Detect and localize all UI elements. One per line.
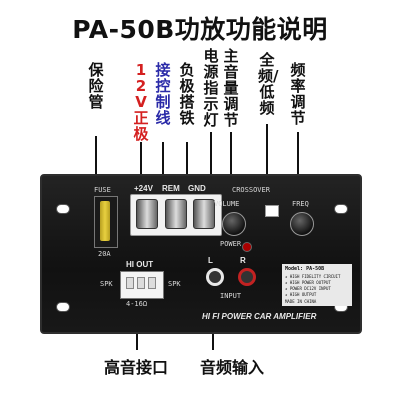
power-label: POWER <box>220 240 242 248</box>
page-title: PA-50B功放功能说明 <box>72 15 328 44</box>
callout-fuse: 保险管 <box>88 61 104 111</box>
mount-hole-top-right <box>334 204 348 214</box>
rca-input-left[interactable] <box>206 268 224 286</box>
model-text: Model: PA-50B <box>285 266 325 272</box>
impedance-label: 4-16Ω <box>126 300 148 308</box>
fuse-rating: 20A <box>98 250 111 258</box>
board-banner: HI FI POWER CAR AMPLIFIER <box>202 312 317 321</box>
spk-left-label: SPK <box>100 280 113 288</box>
leader-fuse <box>95 136 97 194</box>
terminal-gnd-label: GND <box>188 184 206 193</box>
input-l-label: L <box>208 256 213 265</box>
leader-freq <box>297 132 299 212</box>
mount-hole-bottom-left <box>56 302 70 312</box>
crossover-switch[interactable] <box>265 205 279 217</box>
terminal-screw-gnd[interactable] <box>193 199 215 229</box>
fuse-holder <box>94 196 118 248</box>
leader-crossover <box>266 124 268 200</box>
amplifier-board: FUSE 20A +24V REM GND CROSSOVER VOLUME F… <box>40 174 362 334</box>
sticker-line-2: ★ HIGH POWER OUTPUT <box>285 280 331 285</box>
connector-pin <box>137 277 145 289</box>
hi-out-label: HI OUT <box>126 260 154 269</box>
leader-volume <box>230 132 232 212</box>
leader-gnd <box>186 142 188 192</box>
volume-knob[interactable] <box>222 212 246 236</box>
callout-remote-control: 接控制线 <box>155 61 171 127</box>
mount-hole-top-left <box>56 204 70 214</box>
connector-pin <box>148 277 156 289</box>
fuse <box>100 201 110 241</box>
model-sticker: Model: PA-50B ★ HIGH FIDELITY CIRCUIT ★ … <box>282 264 352 306</box>
callout-frequency: 频率调节 <box>290 61 306 127</box>
terminal-screw-rem[interactable] <box>165 199 187 229</box>
callout-crossover: 全频/低频 <box>258 51 279 117</box>
callout-power-led: 电源指示灯 <box>203 47 219 129</box>
power-terminal-block[interactable] <box>130 194 222 236</box>
terminal-screw-24v[interactable] <box>136 199 158 229</box>
fuse-label: FUSE <box>94 186 111 194</box>
input-r-label: R <box>240 256 246 265</box>
tweeter-connector[interactable] <box>120 271 164 299</box>
rca-input-right[interactable] <box>238 268 256 286</box>
terminal-24v-label: +24V <box>134 184 153 193</box>
callout-main-volume: 主音量调节 <box>223 47 239 129</box>
tweeter-port-label: 高音接口 <box>104 358 169 377</box>
sticker-line-1: ★ HIGH FIDELITY CIRCUIT <box>285 274 341 279</box>
freq-knob[interactable] <box>290 212 314 236</box>
volume-label: VOLUME <box>214 200 240 208</box>
spk-right-label: SPK <box>168 280 181 288</box>
connector-pin <box>126 277 134 289</box>
audio-input-label: 音频输入 <box>200 358 265 377</box>
made-in-text: MADE IN CHINA <box>285 299 317 304</box>
callout-12v-positive: 12V正极 <box>133 61 149 143</box>
crossover-label: CROSSOVER <box>232 186 270 194</box>
leader-12v <box>140 142 142 192</box>
terminal-rem-label: REM <box>162 184 180 193</box>
callout-ground: 负极搭铁 <box>179 61 195 127</box>
power-led <box>242 242 252 252</box>
freq-label: FREQ <box>292 200 309 208</box>
sticker-line-4: ★ HIGH OUTPUT <box>285 292 317 297</box>
input-label: INPUT <box>220 292 242 300</box>
leader-rem <box>162 142 164 192</box>
sticker-line-3: ★ POWER DC12V INPUT <box>285 286 331 291</box>
